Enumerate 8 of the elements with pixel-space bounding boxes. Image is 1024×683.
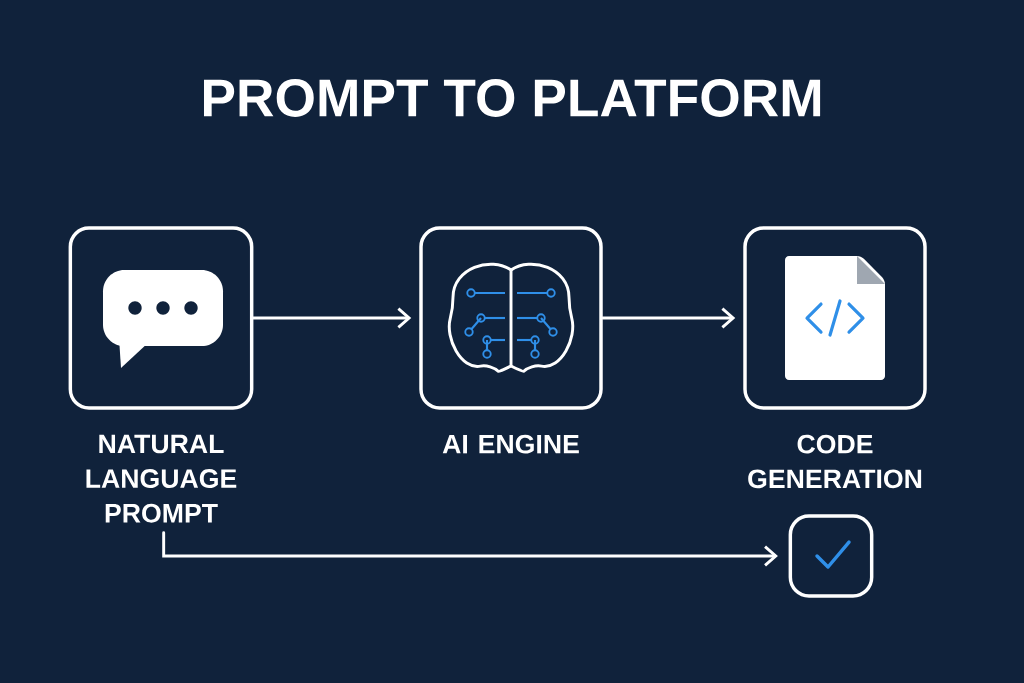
node-label: CODE GENERATION <box>748 434 922 489</box>
node-label: AI ENGINE <box>442 434 579 454</box>
arrow <box>251 307 412 329</box>
arrow <box>162 531 778 567</box>
node-label: NATURAL LANGUAGE PROMPT <box>86 434 237 523</box>
arrow <box>601 307 736 329</box>
title: PROMPT TO PLATFORM <box>204 79 821 117</box>
checkbox <box>788 514 874 598</box>
